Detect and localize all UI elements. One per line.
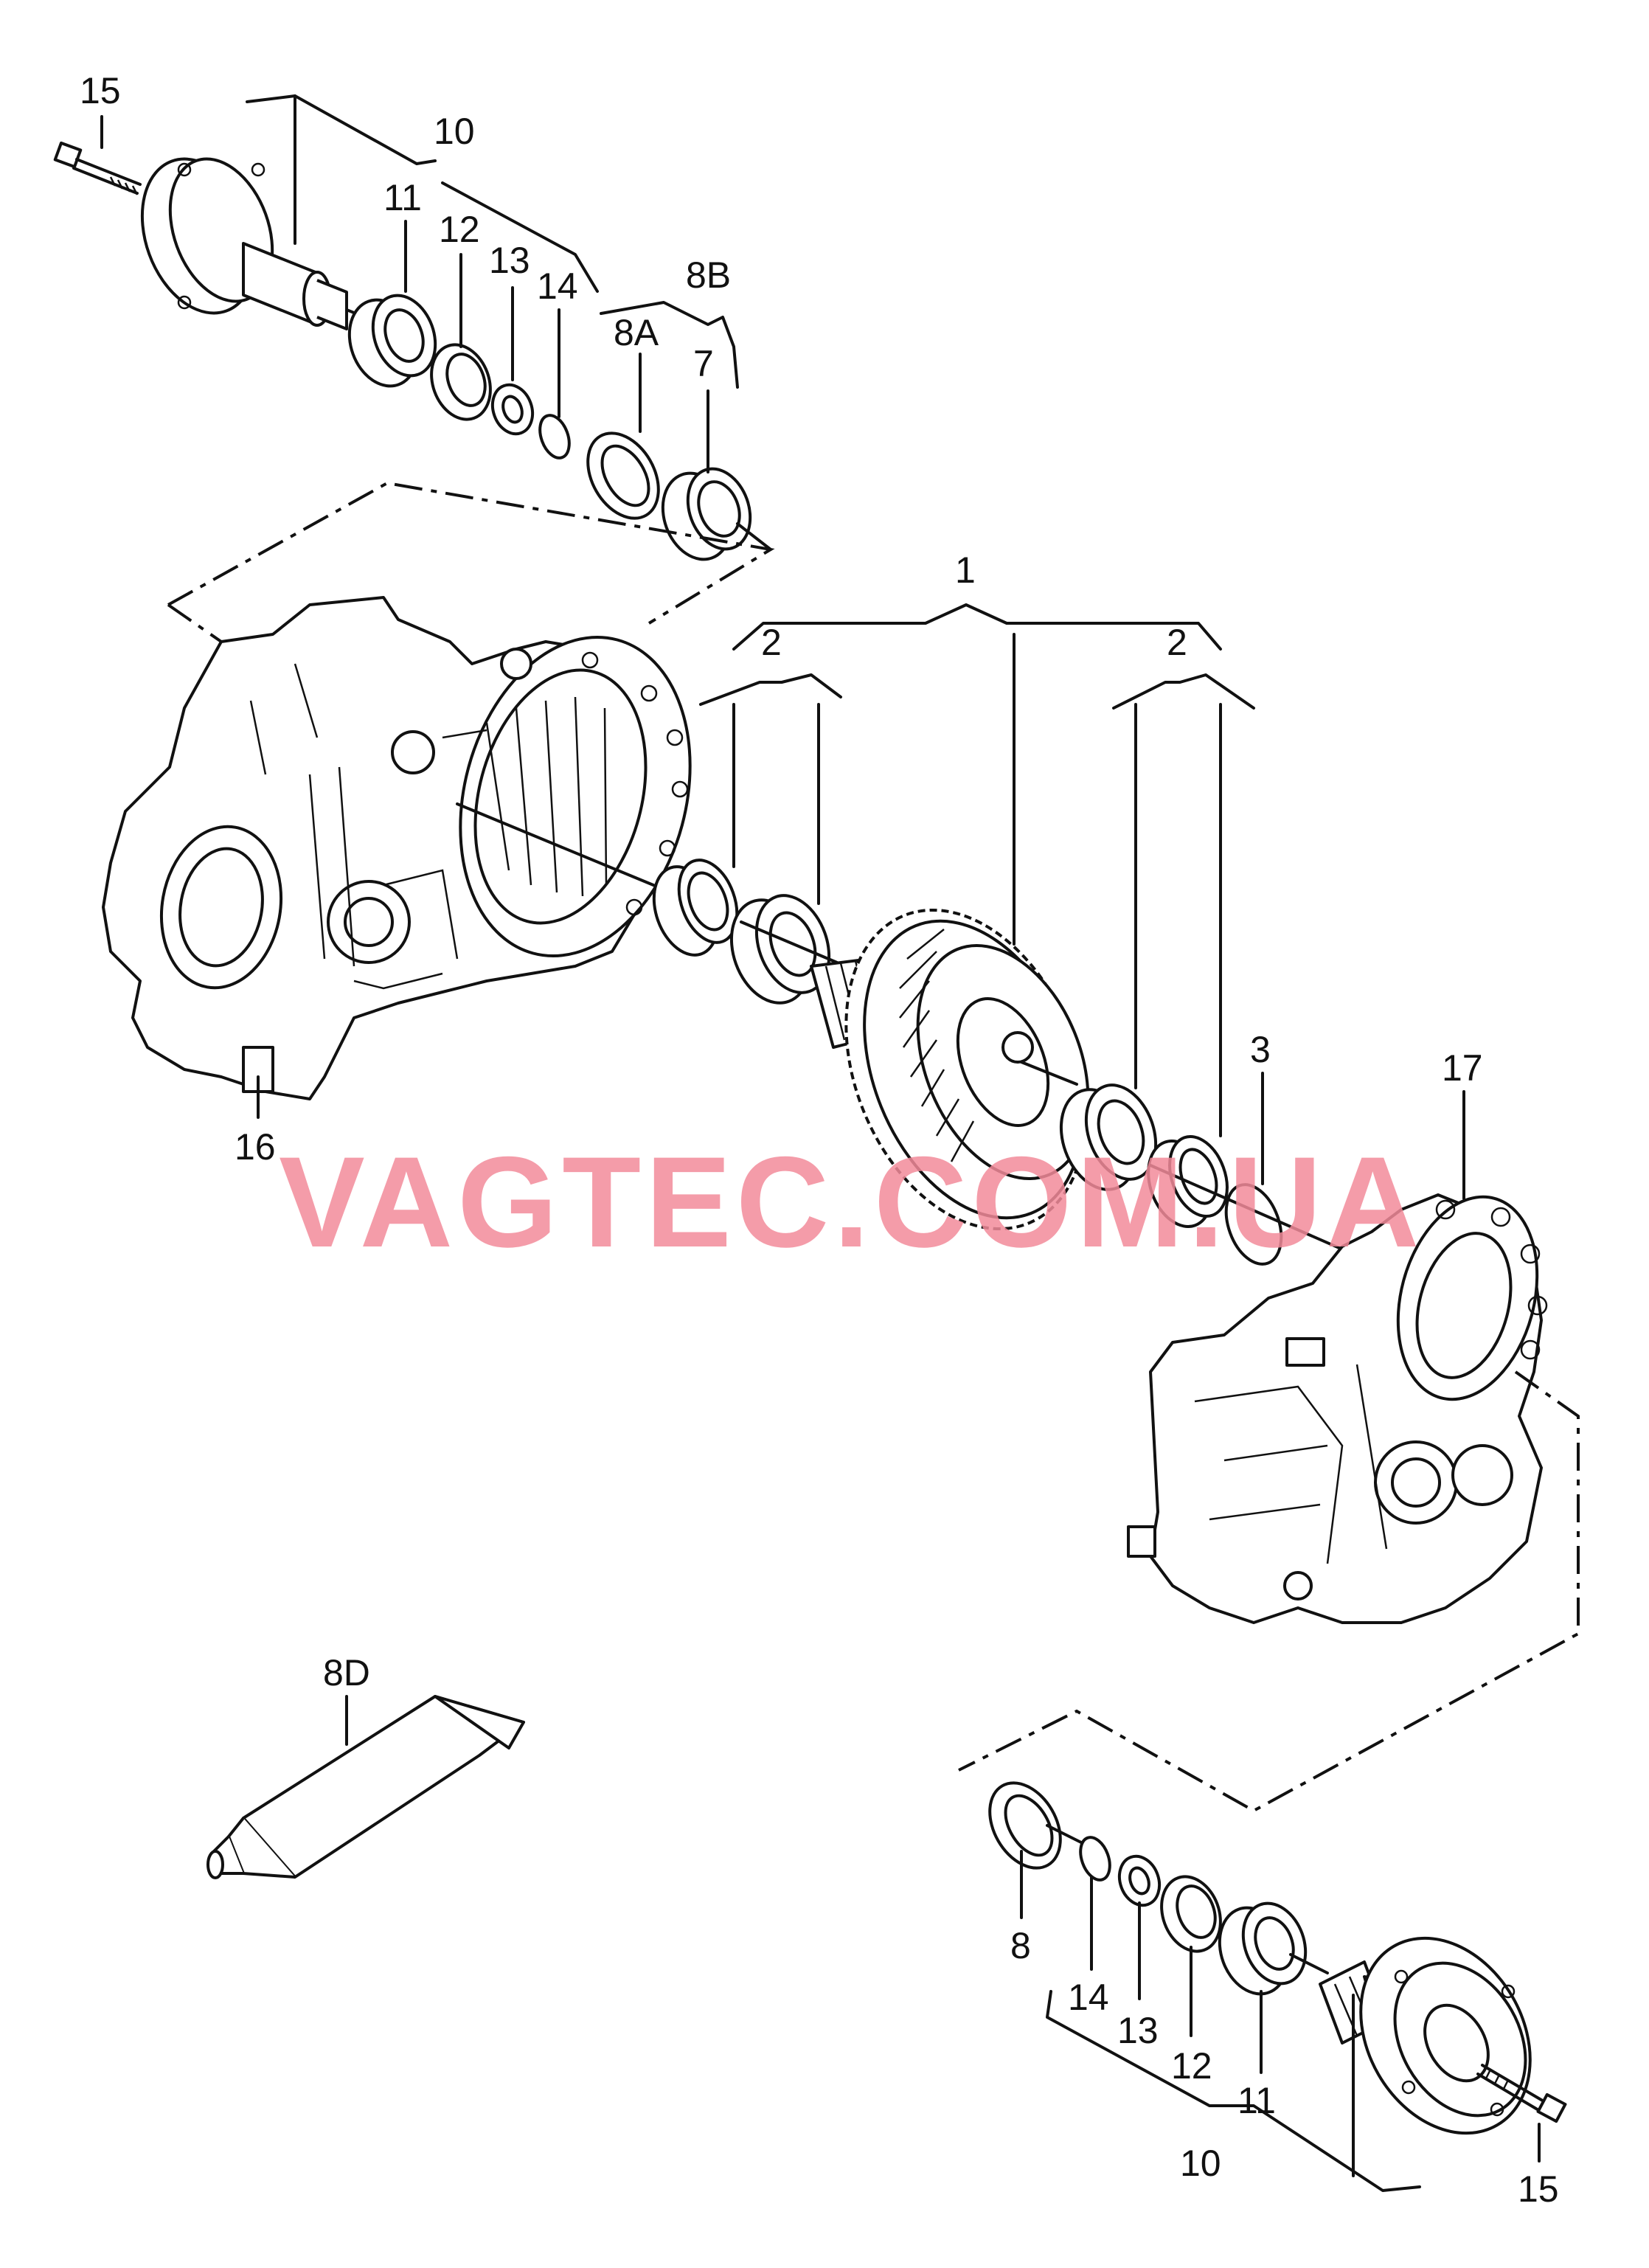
shaft-seal-top <box>586 431 660 520</box>
callout-15-bottom: 15 <box>1518 2168 1559 2210</box>
bracket-2-right <box>1112 673 1255 710</box>
callout-12-top: 12 <box>439 209 480 250</box>
axis-line-left-housing <box>456 802 673 894</box>
transmission-housing-left <box>102 596 692 1100</box>
drive-flange-top <box>140 157 400 332</box>
bearing-race-top <box>430 343 492 421</box>
watermark-text: VAGTEC.COM.UA <box>279 1131 1424 1275</box>
differential-assembly <box>652 603 1388 1270</box>
transmission-housing-right <box>1127 1193 1548 1624</box>
slotted-nut-top <box>490 383 535 436</box>
callout-13-bottom: 13 <box>1117 2010 1159 2051</box>
taper-bearing-right <box>1059 1083 1158 1191</box>
bearing-race-bottom <box>1160 1875 1222 1953</box>
dashed-assembly-line-top-left <box>167 603 223 643</box>
tapered-bearing-bottom <box>1218 1901 1308 1996</box>
callout-2-left: 2 <box>761 622 782 663</box>
bracket-10-bottom <box>1046 1990 1421 2192</box>
callout-8b: 8B <box>686 254 731 296</box>
callout-12-bottom: 12 <box>1171 2045 1212 2087</box>
bearing-cup-right <box>1147 1134 1229 1229</box>
callout-8: 8 <box>1010 1925 1031 1966</box>
slotted-nut-bottom <box>1117 1854 1162 1907</box>
callout-8d: 8D <box>323 1652 370 1693</box>
dashed-assembly-line-right <box>958 1370 1580 1813</box>
callout-1: 1 <box>955 549 976 591</box>
callout-labels: 15 10 11 12 13 14 8B 8A 7 1 2 2 3 17 16 … <box>80 70 1559 2210</box>
axis-line-top <box>736 522 772 551</box>
callout-13-top: 13 <box>489 240 530 281</box>
circlip-top <box>538 414 571 460</box>
leader-lines <box>100 115 1541 2163</box>
flange-bolt-bottom <box>1476 2064 1567 2123</box>
callout-8a: 8A <box>614 312 659 353</box>
tapered-bearing-top <box>347 294 437 388</box>
callout-14-top: 14 <box>537 266 578 307</box>
callout-7: 7 <box>693 343 714 384</box>
bracket-1 <box>732 603 1222 651</box>
bracket-2-left <box>699 673 842 706</box>
callout-10-bottom: 10 <box>1180 2143 1221 2184</box>
bracket-10-top-lower <box>441 181 599 293</box>
sealant-tube <box>206 1695 525 1879</box>
bracket-10-top <box>246 94 437 165</box>
differential-ring-gear <box>844 908 1090 1231</box>
dashed-assembly-line-top <box>167 481 775 625</box>
callout-10-top: 10 <box>434 111 475 152</box>
bottom-flange-assembly <box>988 1781 1567 2192</box>
callout-14-bottom: 14 <box>1068 1977 1109 2018</box>
circlip-bottom <box>1079 1836 1111 1882</box>
bearing-cup-left <box>652 859 739 957</box>
callout-2-right: 2 <box>1167 622 1187 663</box>
flange-bolt-top <box>53 141 142 195</box>
shaft-seal-bottom <box>988 1781 1062 1870</box>
bracket-8b <box>600 301 739 389</box>
callout-15-top: 15 <box>80 70 121 111</box>
callout-16: 16 <box>235 1126 276 1168</box>
seal-cap-top <box>661 467 752 561</box>
callout-3: 3 <box>1250 1029 1271 1070</box>
callout-17: 17 <box>1442 1047 1483 1089</box>
callout-11-bottom: 11 <box>1237 2080 1276 2121</box>
top-flange-assembly <box>53 94 772 561</box>
callout-11-top: 11 <box>383 177 422 218</box>
drive-flange-bottom <box>1319 1936 1532 2135</box>
